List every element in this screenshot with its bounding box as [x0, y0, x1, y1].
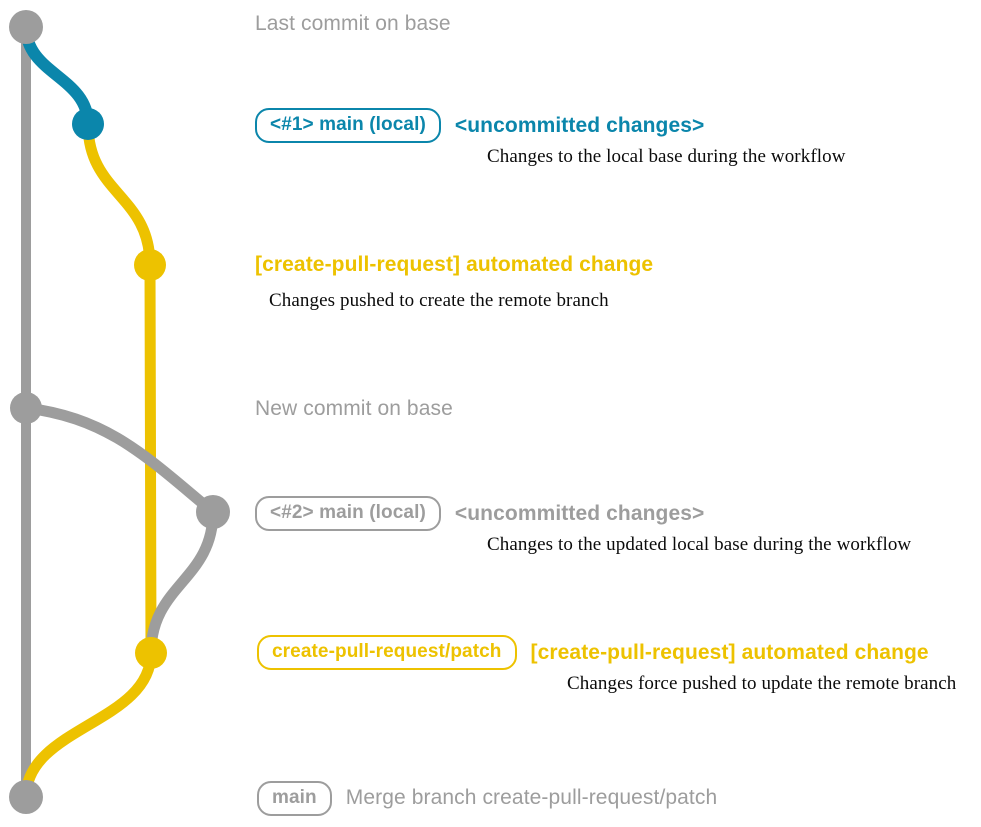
commit-description-1: Changes to the local base during the wor…: [487, 146, 846, 167]
commit-node-patch-2: [135, 637, 167, 669]
row-commit-automated-change-1: [create-pull-request] automated change: [255, 253, 653, 276]
branch-badge-main-local-2[interactable]: <#2> main (local): [255, 496, 441, 531]
commit-message-uncommitted-changes-1: <uncommitted changes>: [454, 113, 705, 137]
edge-local-1-to-patch-1: [82, 118, 156, 271]
commit-description-3: Changes to the updated local base during…: [487, 534, 912, 555]
row-last-commit-on-base: Last commit on base: [255, 12, 451, 36]
commit-node-base-new: [10, 392, 42, 424]
edge-base-to-local-1: [20, 21, 94, 130]
commit-message-uncommitted-changes-2: <uncommitted changes>: [454, 501, 705, 525]
commit-description-2: Changes pushed to create the remote bran…: [269, 290, 609, 311]
row-commit-1-local: <#1> main (local) <uncommitted changes>: [255, 108, 704, 143]
commit-node-local-2: [196, 495, 230, 529]
commit-node-patch-1: [134, 249, 166, 281]
edge-local-2-to-patch-2: [145, 506, 219, 659]
edge-patch-2-to-merge: [20, 647, 157, 803]
commit-message-merge-branch: Merge branch create-pull-request/patch: [345, 786, 718, 810]
commit-node-merge-bottom: [9, 780, 43, 814]
row-merge-commit: main Merge branch create-pull-request/pa…: [257, 781, 717, 816]
commit-node-base-top: [9, 10, 43, 44]
commit-message-new-commit-on-base: New commit on base: [255, 397, 453, 420]
branch-badge-create-pull-request-patch[interactable]: create-pull-request/patch: [257, 635, 517, 670]
row-new-commit-on-base: New commit on base: [255, 397, 453, 421]
commit-message-last-commit-on-base: Last commit on base: [255, 12, 451, 35]
commit-message-automated-change-1: [create-pull-request] automated change: [255, 253, 654, 276]
commit-node-local-1: [72, 108, 104, 140]
edge-base-new-to-local-2: [20, 402, 219, 518]
branch-badge-main-local-1[interactable]: <#1> main (local): [255, 108, 441, 143]
commit-description-4: Changes force pushed to update the remot…: [567, 673, 957, 694]
row-commit-2-local: <#2> main (local) <uncommitted changes>: [255, 496, 704, 531]
branch-badge-main[interactable]: main: [257, 781, 332, 816]
row-commit-automated-change-2: create-pull-request/patch [create-pull-r…: [257, 635, 929, 670]
commit-message-automated-change-2: [create-pull-request] automated change: [530, 640, 929, 664]
